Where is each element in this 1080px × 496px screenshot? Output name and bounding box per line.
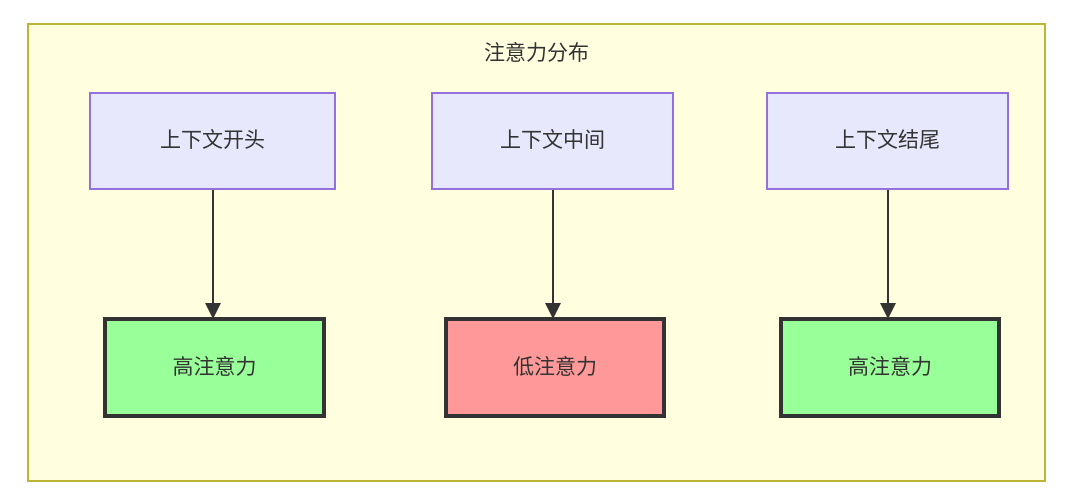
node-context-end-label: 上下文结尾 [835,129,940,152]
node-attention-start[interactable]: 高注意力 [103,317,326,418]
node-attention-middle-label: 低注意力 [513,355,597,379]
node-context-start[interactable]: 上下文开头 [89,92,336,190]
node-attention-end[interactable]: 高注意力 [779,317,1001,418]
node-context-end[interactable]: 上下文结尾 [766,92,1009,190]
node-attention-end-label: 高注意力 [848,355,932,379]
node-attention-start-label: 高注意力 [172,355,257,379]
node-context-start-label: 上下文开头 [160,129,265,152]
node-context-middle[interactable]: 上下文中间 [431,92,674,190]
node-attention-middle[interactable]: 低注意力 [444,317,666,418]
node-context-middle-label: 上下文中间 [500,129,605,152]
subgraph-title: 注意力分布 [484,42,589,65]
